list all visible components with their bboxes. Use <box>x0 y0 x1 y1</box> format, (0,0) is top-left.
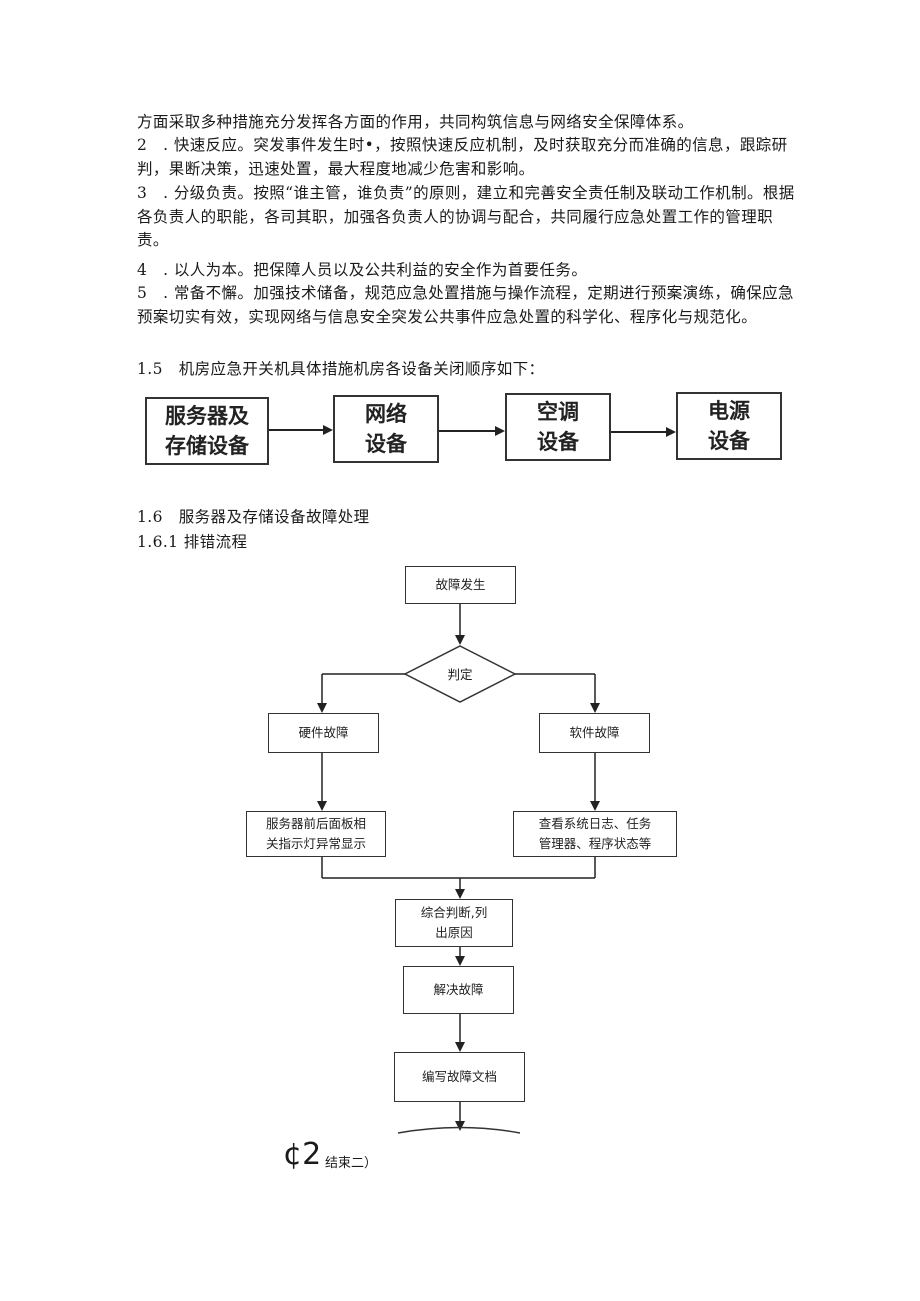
paragraph-item-5: 5 . 常备不懈。加强技术储备，规范应急处置措施与操作流程，定期进行预案演练，确… <box>137 284 794 326</box>
power-device-box: 电源 设备 <box>676 392 782 460</box>
write-fault-document-box: 编写故障文档 <box>394 1052 525 1102</box>
paragraph-item-2: 2 . 快速反应。突发事件发生时•，按照快速反应机制，及时获取充分而准确的信息，… <box>137 136 788 178</box>
network-device-box: 网络 设备 <box>333 395 439 463</box>
software-check-box: 查看系统日志、任务 管理器、程序状态等 <box>513 811 677 857</box>
section-heading-1-6-1: 1.6.1 排错流程 <box>137 533 248 551</box>
hardware-check-box: 服务器前后面板相 关指示灯异常显示 <box>246 811 386 857</box>
software-fault-box: 软件故障 <box>539 713 650 753</box>
section-heading-1-5: 1.5 机房应急开关机具体措施机房各设备关闭顺序如下： <box>137 360 545 378</box>
paragraph-intro-continuation: 方面采取多种措施充分发挥各方面的作用，共同构筑信息与网络安全保障体系。 <box>137 113 694 131</box>
server-storage-box: 服务器及 存储设备 <box>145 397 269 465</box>
paragraph-item-3: 3 . 分级负责。按照“谁主管，谁负责”的原则，建立和完善安全责任制及联动工作机… <box>137 184 795 249</box>
end-prefix-glyph: ¢2 <box>283 1137 322 1172</box>
fault-occurs-box: 故障发生 <box>405 566 516 604</box>
resolve-fault-box: 解决故障 <box>403 966 514 1014</box>
hardware-fault-box: 硬件故障 <box>268 713 379 753</box>
analyze-cause-box: 综合判断,列 出原因 <box>395 899 513 947</box>
end-label: 结束二） <box>325 1156 378 1171</box>
air-conditioning-box: 空调 设备 <box>505 393 611 461</box>
decision-diamond <box>403 645 517 703</box>
section-heading-1-6: 1.6 服务器及存储设备故障处理 <box>137 508 370 526</box>
paragraph-item-4: 4 . 以人为本。把保障人员以及公共利益的安全作为首要任务。 <box>137 261 588 279</box>
decision-label: 判定 <box>447 667 473 682</box>
